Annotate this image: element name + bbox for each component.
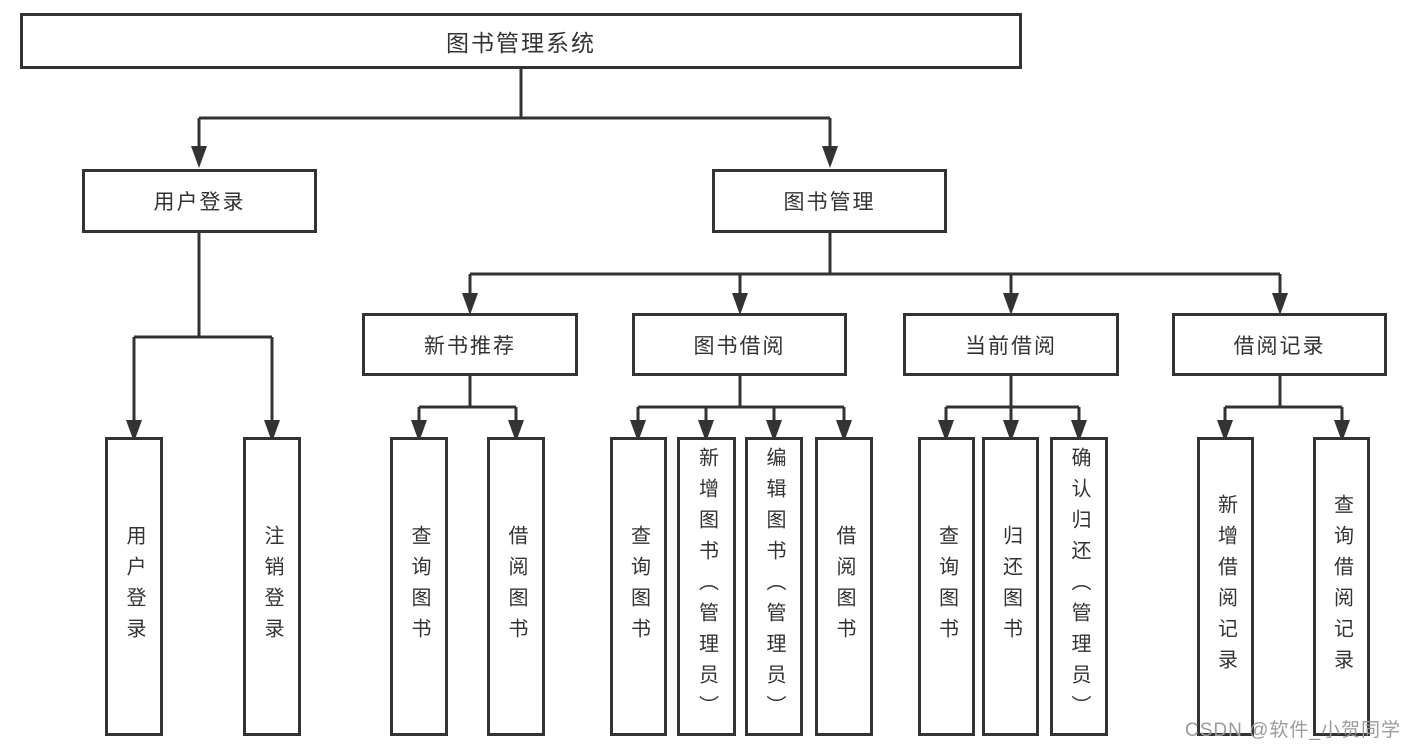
node-label: 确认归还（管理员） — [1068, 447, 1090, 726]
leaf-user-login: 用户登录 — [105, 437, 163, 736]
node-library-system: 图书管理系统 — [20, 13, 1022, 69]
leaf-return-books: 归还图书 — [982, 437, 1039, 736]
node-label: 用户登录 — [123, 524, 145, 649]
leaf-query-books-borrowing: 查询图书 — [610, 437, 667, 736]
node-label: 图书借阅 — [693, 334, 786, 358]
node-label: 查询图书 — [935, 524, 958, 649]
node-label: 编辑图书（管理员） — [763, 447, 785, 726]
connector-new-book-recommend-children — [411, 376, 524, 442]
connector-book-borrowing-children — [630, 376, 852, 442]
node-user-login: 用户登录 — [82, 169, 317, 233]
leaf-add-borrow-record: 新增借阅记录 — [1197, 437, 1254, 736]
node-label: 查询图书 — [408, 524, 430, 649]
node-label: 图书管理 — [783, 191, 876, 214]
leaf-query-books-current: 查询图书 — [918, 437, 975, 736]
connector-root-to-level2 — [191, 67, 838, 168]
node-book-borrowing: 图书借阅 — [632, 313, 847, 376]
node-label: 用户登录 — [153, 191, 246, 214]
node-label: 注销登录 — [261, 524, 283, 649]
leaf-borrow-books-borrowing: 借阅图书 — [815, 437, 873, 736]
node-label: 新书推荐 — [424, 334, 516, 358]
leaf-logout-login: 注销登录 — [243, 437, 301, 736]
leaf-query-borrow-record: 查询借阅记录 — [1313, 437, 1370, 736]
leaf-add-books-admin: 新增图书（管理员） — [677, 437, 736, 736]
leaf-edit-books-admin: 编辑图书（管理员） — [745, 437, 803, 736]
node-book-management: 图书管理 — [712, 169, 947, 233]
watermark: CSDN @软件_小贺同学 — [1185, 720, 1401, 741]
connector-current-borrowing-children — [938, 376, 1087, 442]
node-label: 查询借阅记录 — [1330, 493, 1353, 680]
node-label: 新增图书（管理员） — [695, 447, 718, 726]
connector-user-login-children — [126, 233, 280, 442]
node-label: 新增借阅记录 — [1214, 493, 1237, 680]
node-label: 借阅图书 — [833, 524, 855, 649]
node-label: 借阅记录 — [1233, 334, 1326, 358]
leaf-confirm-return-admin: 确认归还（管理员） — [1050, 437, 1108, 736]
connector-borrowing-records-children — [1217, 376, 1350, 442]
node-label: 图书管理系统 — [446, 30, 596, 56]
connector-book-management-children — [462, 233, 1288, 315]
node-label: 借阅图书 — [505, 524, 527, 649]
node-new-book-recommend: 新书推荐 — [362, 313, 578, 376]
leaf-query-books-recommend: 查询图书 — [390, 437, 448, 736]
leaf-borrow-books-recommend: 借阅图书 — [487, 437, 545, 736]
node-label: 归还图书 — [999, 524, 1022, 649]
node-current-borrowing: 当前借阅 — [903, 313, 1119, 376]
node-borrowing-records: 借阅记录 — [1172, 313, 1387, 376]
node-label: 查询图书 — [627, 524, 650, 649]
node-label: 当前借阅 — [965, 334, 1057, 358]
